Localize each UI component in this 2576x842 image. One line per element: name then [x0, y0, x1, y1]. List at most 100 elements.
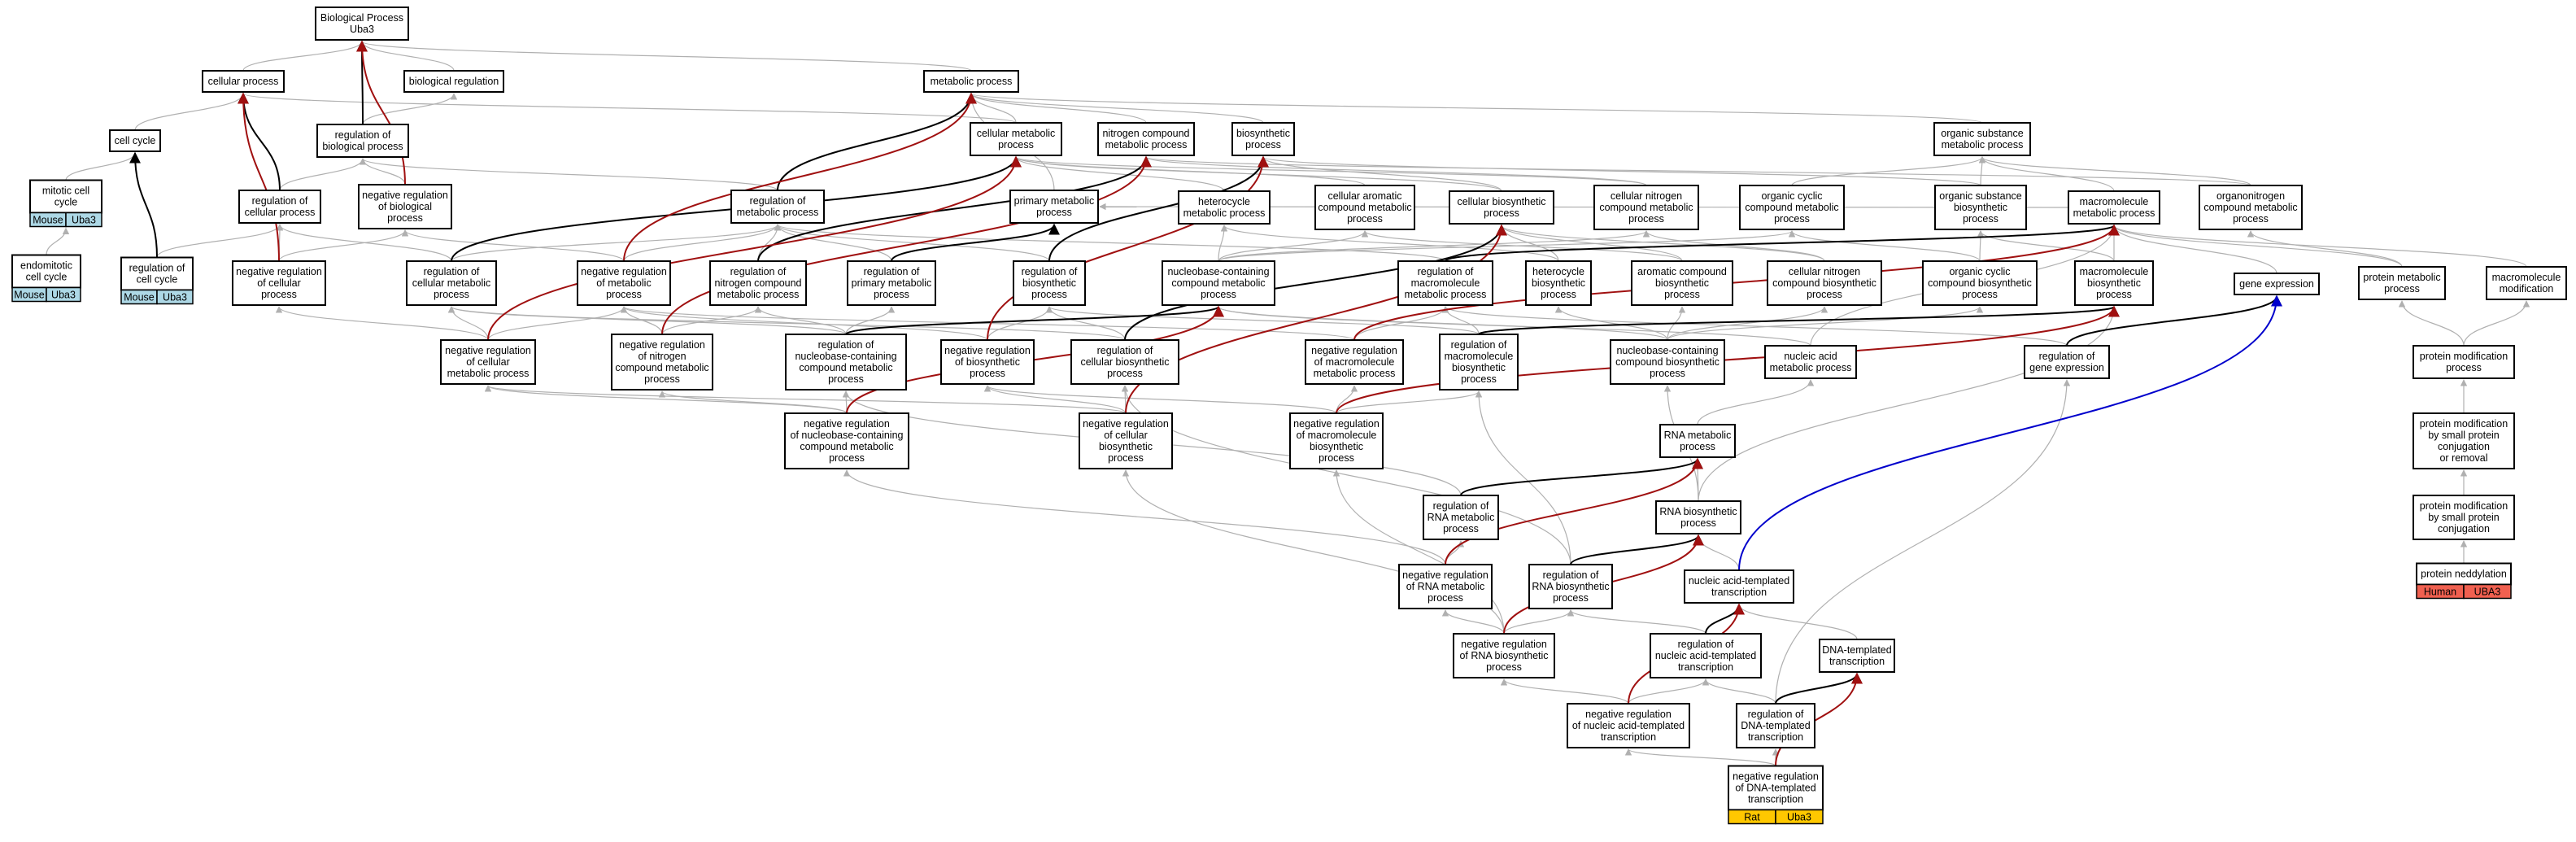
term-box — [1736, 703, 1815, 748]
term-box — [611, 334, 713, 390]
edge-regulates — [2066, 294, 2282, 347]
edge-group — [1475, 390, 1571, 565]
edge-is-a — [1978, 156, 2115, 192]
term-node-cellular-process[interactable]: cellular process — [202, 70, 285, 93]
term-label-line: process — [1541, 289, 1576, 300]
term-node-metabolic-process[interactable]: metabolic process — [923, 70, 1019, 93]
gene-badge: Uba3 — [65, 212, 102, 228]
edge-is-a — [2110, 225, 2403, 268]
term-node-gene-expression[interactable]: gene expression — [2234, 273, 2320, 295]
term-label-line: DNA-templated — [1822, 644, 1891, 656]
edge-group — [1336, 390, 1483, 414]
term-label-line: negative regulation — [362, 190, 448, 201]
edge-is-a — [1702, 678, 1776, 705]
edge-group — [1978, 156, 2115, 192]
term-box — [1013, 260, 1086, 306]
term-label-line: mitotic cell — [42, 185, 89, 197]
edge-is-a — [362, 93, 458, 125]
edge-regulates — [1570, 534, 1704, 565]
term-label-line: regulation of — [2039, 351, 2095, 362]
edge-is-a — [1332, 469, 1505, 635]
term-box — [1933, 122, 2031, 156]
badge-label: Rat — [1744, 812, 1760, 823]
term-box — [923, 70, 1019, 93]
term-node-biological-regulation[interactable]: biological regulation — [403, 70, 504, 93]
term-node-cell-cycle[interactable]: cell cycle — [109, 129, 161, 152]
term-label-line: regulation of — [864, 266, 920, 277]
edge-is-a — [134, 93, 247, 131]
edge-is-a — [1977, 230, 2115, 262]
term-label-line: process — [1664, 289, 1700, 300]
term-label-line: regulation of — [252, 195, 308, 207]
term-node-regulation-of-nucleobase-containing-compound-metabolic-process[interactable]: regulation ofnucleobase-containingcompou… — [785, 334, 907, 390]
badge-cell — [1775, 809, 1824, 825]
term-node-regulation-of-macromolecule-biosynthetic-process[interactable]: regulation ofmacromoleculebiosyntheticpr… — [1439, 334, 1519, 390]
term-box — [970, 122, 1062, 156]
